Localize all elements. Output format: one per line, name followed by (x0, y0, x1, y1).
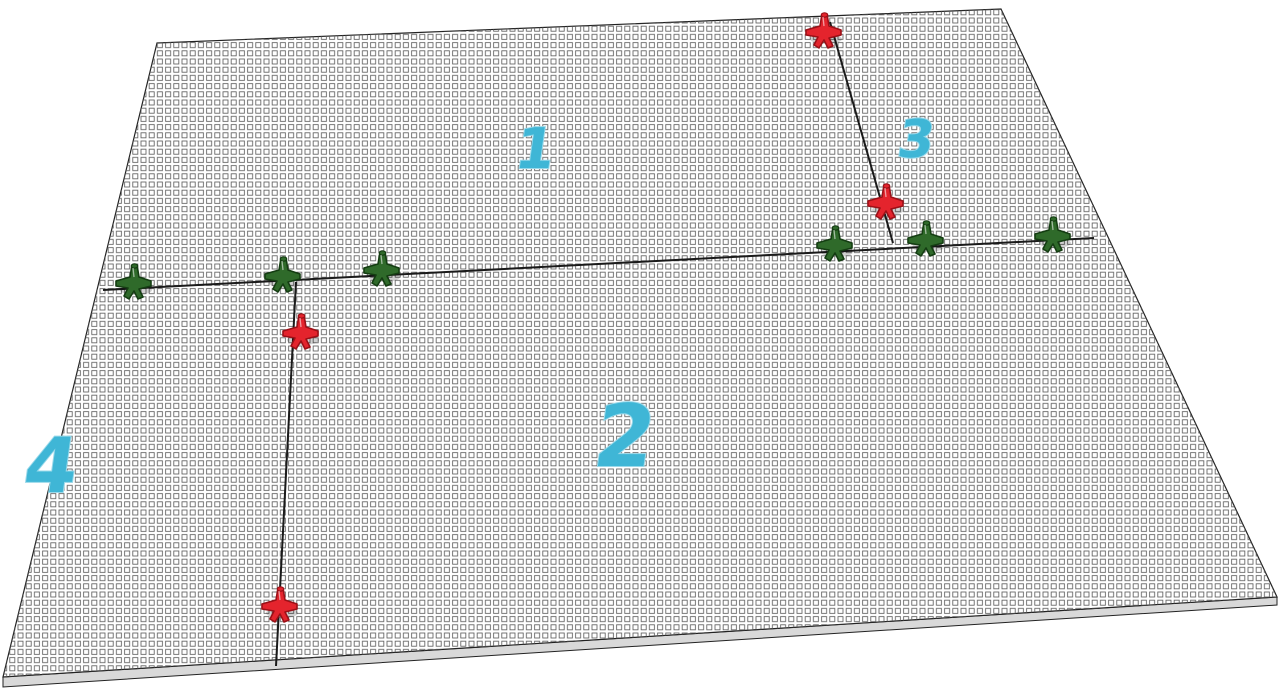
cross-peg-icon (261, 587, 298, 623)
region-3-label: 3 (894, 110, 939, 170)
red-peg-region-1-3-divider (867, 183, 904, 220)
green-peg-left-intersection (264, 256, 301, 293)
cross-peg-icon (264, 257, 301, 293)
region-4-label: 4 (19, 422, 84, 511)
region-2-label: 2 (588, 387, 662, 487)
green-peg-right-edge (1034, 216, 1071, 253)
pegs (115, 12, 1071, 623)
cross-peg-icon (282, 314, 319, 350)
red-peg-bottom-edge (261, 586, 298, 623)
cross-peg-icon (816, 226, 853, 262)
cross-peg-icon (363, 251, 400, 287)
cross-peg-icon (115, 264, 152, 300)
cross-peg-icon (805, 13, 842, 49)
red-peg-left-vertical-divider (282, 313, 319, 350)
red-peg-top-right-edge (805, 12, 842, 49)
cross-peg-icon (867, 184, 904, 220)
green-peg-horizontal-2 (816, 225, 853, 262)
cross-peg-icon (907, 221, 944, 257)
green-peg-left-edge (115, 263, 152, 300)
green-peg-right-intersection (907, 220, 944, 257)
green-peg-horizontal-1 (363, 250, 400, 287)
cross-peg-icon (1034, 217, 1071, 253)
